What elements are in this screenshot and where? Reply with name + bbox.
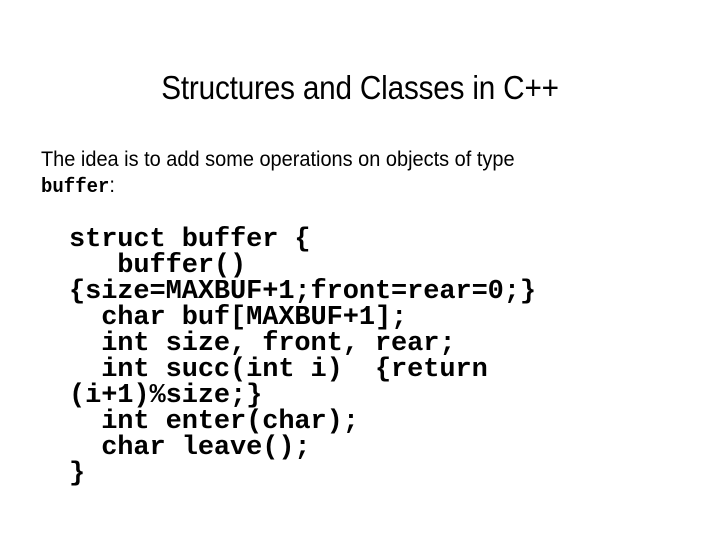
- code-line: (i+1)%size;}: [69, 381, 263, 411]
- code-line: struct buffer {: [69, 225, 311, 255]
- code-line: char buf[MAXBUF+1];: [69, 303, 408, 333]
- code-line: int enter(char);: [69, 407, 359, 437]
- body-text-colon: :: [109, 174, 115, 197]
- body-paragraph: The idea is to add some operations on ob…: [41, 147, 554, 201]
- page-title: Structures and Classes in C++: [161, 69, 559, 107]
- code-line: int succ(int i) {return: [69, 355, 488, 385]
- code-line: char leave();: [69, 433, 311, 463]
- code-line: {size=MAXBUF+1;front=rear=0;}: [69, 277, 536, 307]
- code-line: }: [69, 459, 86, 489]
- body-text-lead: The idea is to add some operations on ob…: [41, 148, 515, 171]
- code-line: int size, front, rear;: [69, 329, 456, 359]
- code-line: buffer(): [69, 251, 247, 281]
- inline-code-term: buffer: [41, 176, 110, 199]
- code-block: struct buffer { buffer(){size=MAXBUF+1;f…: [69, 225, 536, 489]
